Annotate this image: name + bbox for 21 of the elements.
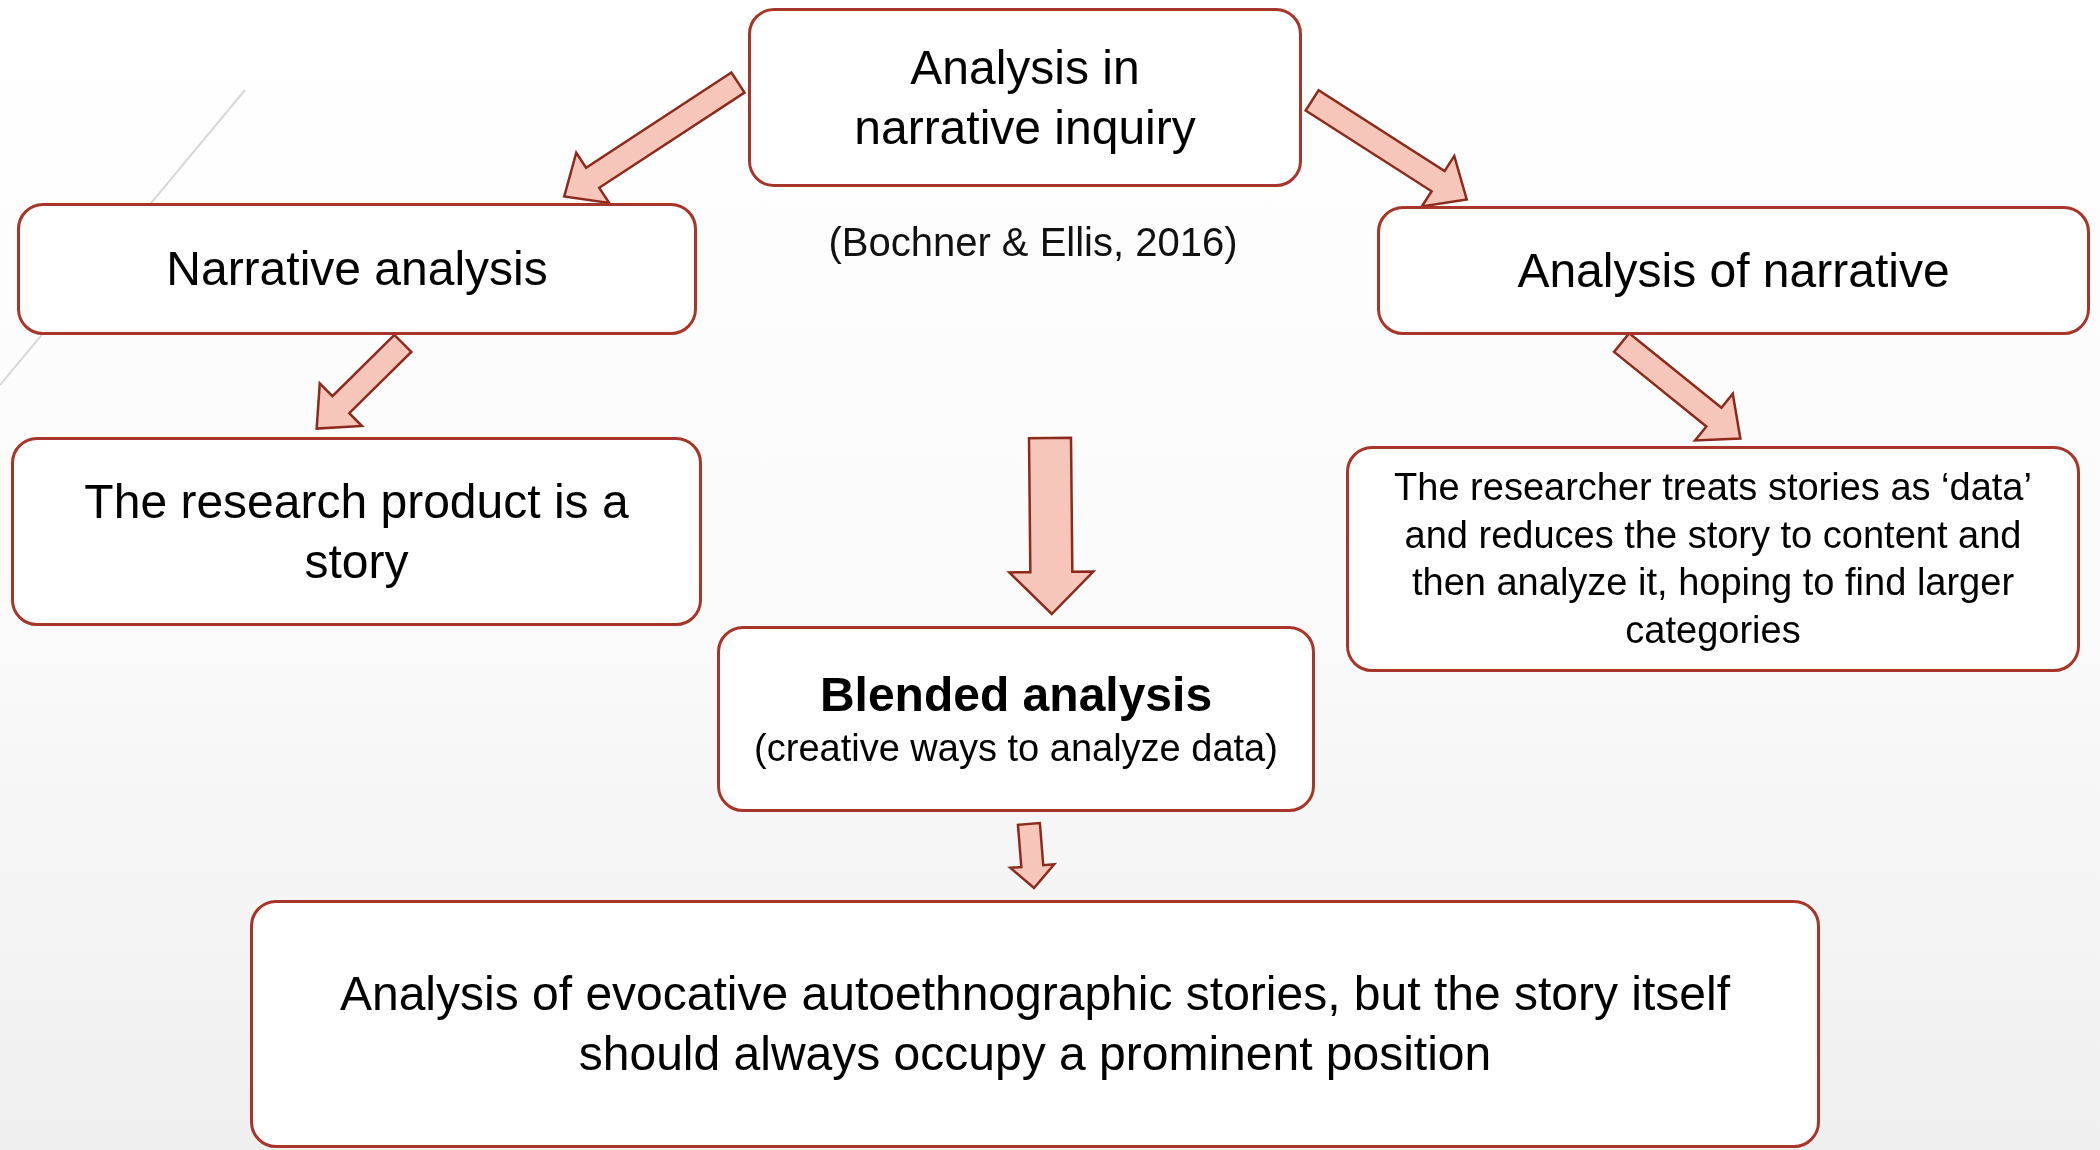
box-text: Analysis of evocative autoethnographic stories, but the story itself should always occupy a prominent position [338, 966, 1732, 1082]
box-text: The research product is a story [83, 473, 630, 590]
box-text: Analysis in narrative inquiry [853, 39, 1197, 156]
text-box [717, 626, 1315, 812]
block-arrow [562, 70, 747, 205]
box-text: Narrative analysis [166, 241, 548, 297]
text-box [1346, 446, 2080, 672]
box-text: Analysis of narrative [1517, 242, 1950, 299]
block-arrow [1006, 436, 1097, 616]
text-box [17, 203, 697, 335]
block-arrow [1303, 88, 1469, 209]
text-box [748, 8, 1302, 187]
text-box [11, 437, 702, 626]
box-text: (creative ways to analyze data) [754, 726, 1278, 772]
citation-text: (Bochner & Ellis, 2016) [827, 220, 1239, 265]
box-text: The researcher treats stories as ‘data’ and reduces the story to content and then analyze it, hoping to find larger categories [1393, 465, 2033, 653]
block-arrow [315, 333, 414, 430]
box-heading: Blended analysis [819, 667, 1213, 724]
text-box [1377, 206, 2090, 335]
block-arrow [1007, 821, 1058, 890]
text-box [250, 900, 1820, 1148]
